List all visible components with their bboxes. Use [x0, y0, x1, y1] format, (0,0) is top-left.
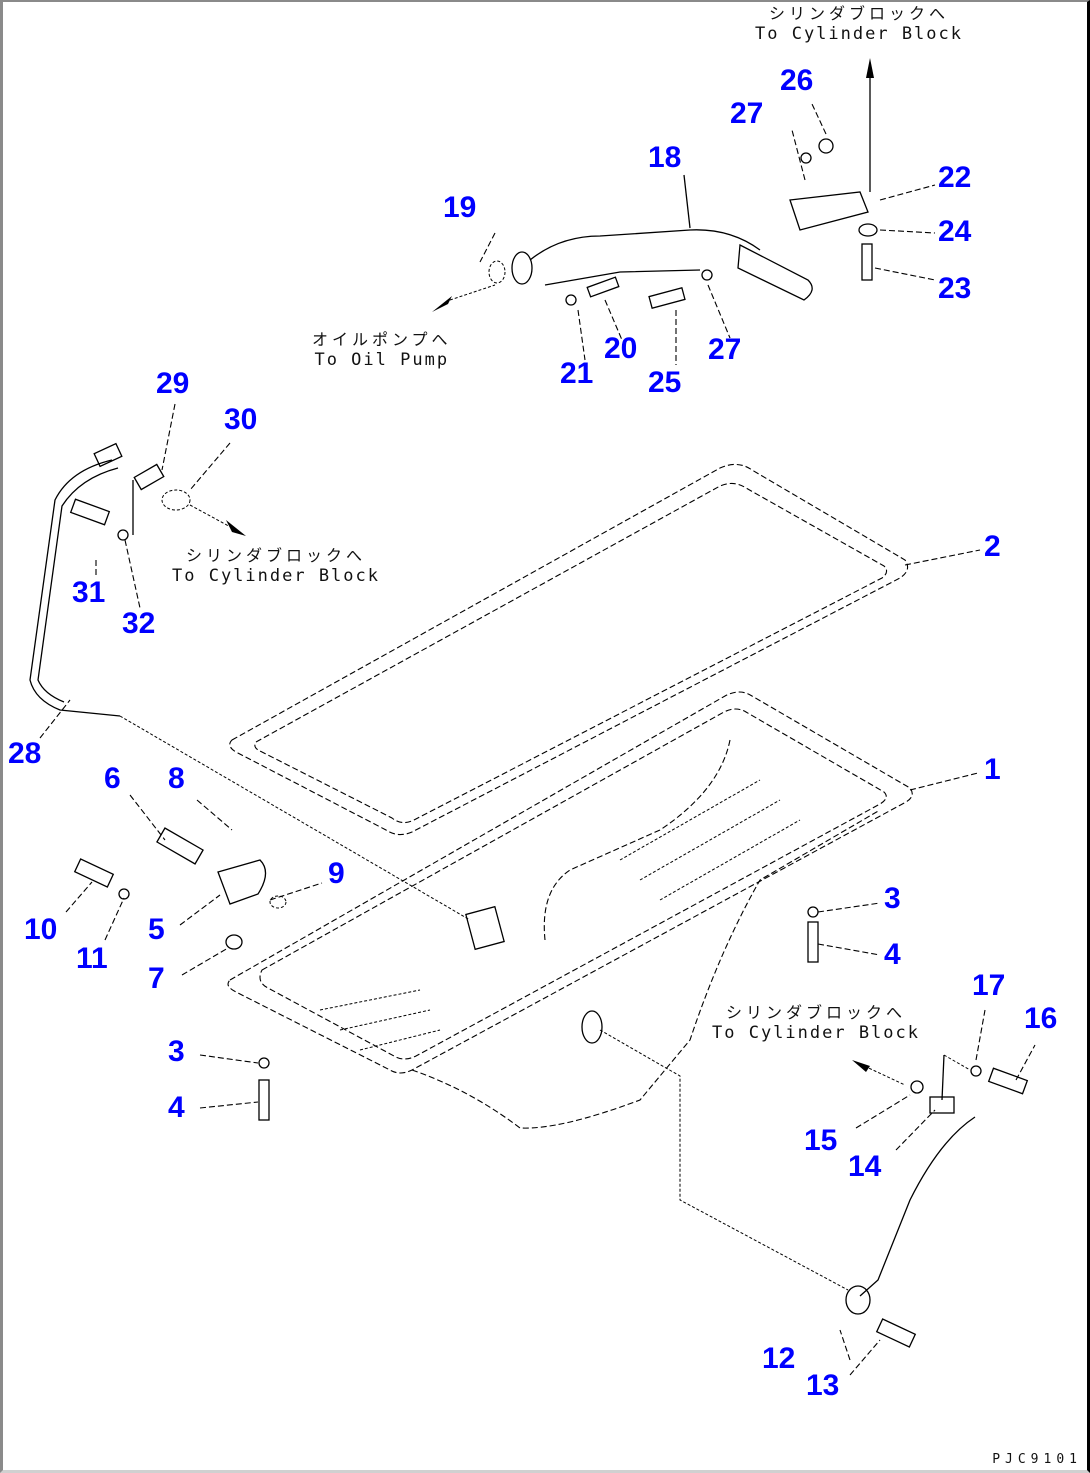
- callout-32-washer[interactable]: 32: [122, 607, 156, 640]
- callout-12-dipstick-guide[interactable]: 12: [762, 1342, 796, 1375]
- note-en: To Oil Pump: [314, 350, 450, 370]
- callout-17-washer[interactable]: 17: [972, 969, 1006, 1002]
- note-to-cylinder-block-top: シリンダブロックへ To Cylinder Block: [755, 4, 963, 45]
- callout-22-bracket[interactable]: 22: [938, 161, 972, 194]
- note-en: To Cylinder Block: [712, 1023, 920, 1043]
- callout-28-dipstick-tube[interactable]: 28: [8, 737, 42, 770]
- hardware-parts: [73, 138, 1029, 1348]
- callout-15-nut[interactable]: 15: [804, 1124, 838, 1157]
- callout-14-bracket[interactable]: 14: [848, 1150, 882, 1183]
- callout-5-flange[interactable]: 5: [148, 913, 165, 946]
- note-en: To Cylinder Block: [172, 566, 380, 586]
- callout-24-washer[interactable]: 24: [938, 215, 972, 248]
- callout-3-washer[interactable]: 3: [884, 882, 901, 915]
- callout-13-bolt[interactable]: 13: [806, 1369, 840, 1402]
- callout-20-bolt[interactable]: 20: [604, 332, 638, 365]
- callout-8-pin[interactable]: 8: [168, 762, 185, 795]
- callout-11-washer[interactable]: 11: [76, 942, 108, 975]
- leader-lines: [39, 103, 1036, 1376]
- note-jp: オイルポンプへ: [312, 330, 452, 349]
- oil-suction-pipe: [432, 174, 869, 312]
- callout-2-gasket[interactable]: 2: [984, 530, 1001, 563]
- note-jp: シリンダブロックへ: [768, 4, 949, 23]
- callout-29-bracket[interactable]: 29: [156, 367, 190, 400]
- callout-27-washer[interactable]: 27: [730, 97, 764, 130]
- callout-23-bolt[interactable]: 23: [938, 272, 972, 305]
- callout-3-washer[interactable]: 3: [168, 1035, 185, 1068]
- callout-25-bolt[interactable]: 25: [648, 366, 682, 399]
- callout-4-bolt[interactable]: 4: [168, 1091, 185, 1124]
- note-jp: シリンダブロックへ: [725, 1003, 906, 1022]
- callout-30-spacer[interactable]: 30: [224, 403, 258, 436]
- callout-31-bolt[interactable]: 31: [72, 576, 106, 609]
- callout-1-oil-pan[interactable]: 1: [984, 753, 1001, 786]
- callout-26-nut[interactable]: 26: [780, 64, 814, 97]
- callout-7-plug[interactable]: 7: [148, 962, 165, 995]
- dipstick-tube-left: [29, 442, 471, 921]
- note-to-oil-pump: オイルポンプへ To Oil Pump: [312, 330, 452, 371]
- note-to-cylinder-block-left: シリンダブロックへ To Cylinder Block: [172, 546, 380, 587]
- note-to-cylinder-block-bottom: シリンダブロックへ To Cylinder Block: [712, 1003, 920, 1044]
- callout-18-suction-pipe[interactable]: 18: [648, 141, 682, 174]
- drawing-code: PJC9101: [992, 1452, 1082, 1467]
- callout-9-gasket[interactable]: 9: [328, 857, 345, 890]
- callout-19-o-ring[interactable]: 19: [443, 191, 477, 224]
- callout-27-washer[interactable]: 27: [708, 333, 742, 366]
- callout-4-bolt[interactable]: 4: [884, 938, 901, 971]
- callout-21-washer[interactable]: 21: [560, 357, 594, 390]
- note-en: To Cylinder Block: [755, 24, 963, 44]
- note-jp: シリンダブロックへ: [185, 546, 366, 565]
- oil-pan-gasket: [229, 463, 909, 836]
- callout-10-bolt[interactable]: 10: [24, 913, 58, 946]
- callout-16-bolt[interactable]: 16: [1024, 1002, 1058, 1035]
- arrow-to-cylinder-block-top: [866, 58, 874, 192]
- callout-6-plug[interactable]: 6: [104, 762, 121, 795]
- dipstick-right: [599, 1029, 976, 1315]
- oil-pan: [227, 691, 913, 1129]
